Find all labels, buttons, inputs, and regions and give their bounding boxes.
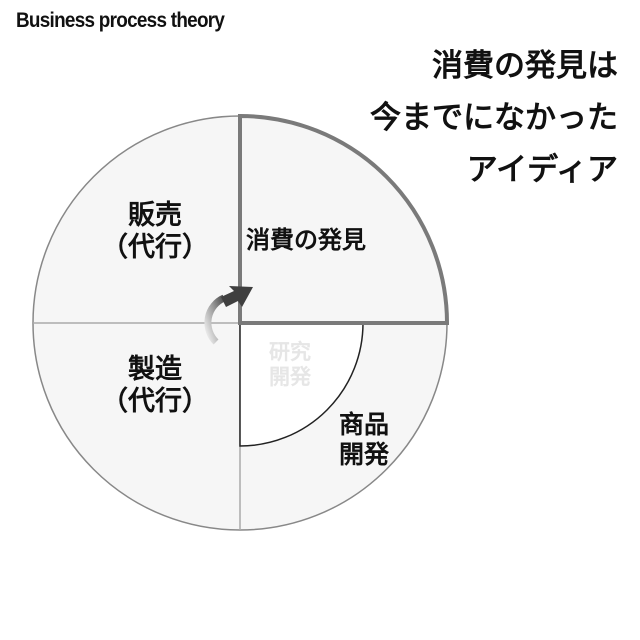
label-line: 開発 bbox=[338, 439, 389, 469]
label-line: 販売 bbox=[128, 200, 182, 231]
tagline: 消費の発見は 今までになかった アイディア bbox=[370, 40, 618, 196]
tagline-line: 今までになかった bbox=[370, 100, 618, 136]
tagline-line: 消費の発見は bbox=[432, 48, 618, 84]
consumption-discovery-label: 消費の発見 bbox=[246, 226, 410, 254]
label-line: 開発 bbox=[269, 364, 311, 389]
label-line: （代行） bbox=[101, 385, 209, 417]
rnd-label: 研究 開発 bbox=[250, 340, 330, 390]
sales-agency-label: 販売 （代行） bbox=[95, 200, 215, 264]
label-line: 商品 bbox=[338, 410, 389, 439]
discovery-quadrant-highlight bbox=[238, 113, 450, 325]
rnd-sector bbox=[239, 322, 364, 447]
product-development-label: 商品 開発 bbox=[326, 410, 402, 469]
manufacturing-agency-label: 製造 （代行） bbox=[95, 354, 215, 418]
tagline-line: アイディア bbox=[466, 152, 618, 188]
label-line: 消費の発見 bbox=[246, 226, 366, 254]
label-line: 製造 bbox=[128, 354, 182, 385]
label-line: （代行） bbox=[101, 231, 209, 263]
circular-arrow-icon bbox=[204, 286, 253, 345]
label-line: 研究 bbox=[269, 340, 311, 364]
page-title: Business process theory bbox=[16, 9, 225, 32]
